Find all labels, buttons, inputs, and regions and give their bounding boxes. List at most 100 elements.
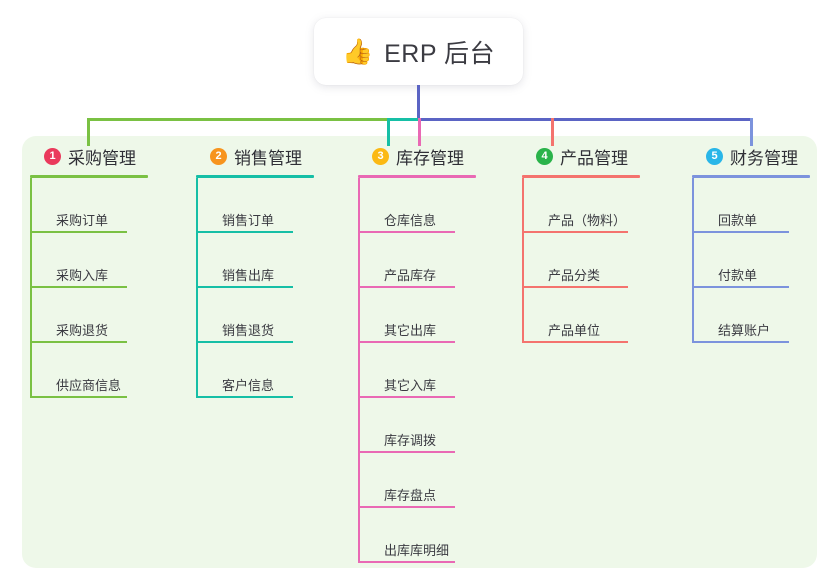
branch-title: 库存管理 (396, 148, 464, 168)
leaf-node-label: 采购入库 (56, 268, 109, 283)
leaf-node-label: 销售订单 (222, 213, 275, 228)
branch-header[interactable]: 5 财务管理 (692, 143, 820, 169)
branch-leaf-list: 采购订单采购入库采购退货供应商信息 (30, 178, 158, 398)
branch-title: 采购管理 (68, 148, 136, 168)
leaf-node-label: 产品单位 (548, 323, 601, 338)
leaf-node[interactable]: 销售订单 (196, 178, 324, 233)
branch-number-badge: 5 (706, 147, 723, 165)
branch-column: 3 库存管理仓库信息产品库存其它出库其它入库库存调拨库存盘点出库库明细 (358, 143, 486, 563)
branch-leaf-list: 销售订单销售出库销售退货客户信息 (196, 178, 324, 398)
leaf-node[interactable]: 销售出库 (196, 233, 324, 288)
leaf-node-label: 采购退货 (56, 323, 109, 338)
branch-underline (692, 175, 810, 178)
branch-number-badge: 1 (44, 147, 61, 165)
bus-segment-green (87, 118, 388, 121)
branch-leaf-list: 仓库信息产品库存其它出库其它入库库存调拨库存盘点出库库明细 (358, 178, 486, 563)
leaf-node-underline (358, 286, 455, 288)
leaf-node[interactable]: 付款单 (692, 233, 820, 288)
leaf-node-underline (358, 341, 455, 343)
root-node-title: ERP 后台 (384, 39, 496, 68)
leaf-node-label: 回款单 (718, 213, 758, 228)
leaf-node-label: 销售出库 (222, 268, 275, 283)
leaf-node[interactable]: 销售退货 (196, 288, 324, 343)
root-node-card[interactable]: 👍 ERP 后台 (314, 18, 523, 85)
leaf-node[interactable]: 其它入库 (358, 343, 486, 398)
leaf-node-underline (196, 286, 293, 288)
leaf-node-underline (522, 286, 628, 288)
leaf-node-underline (358, 561, 455, 563)
branch-column: 5 财务管理回款单付款单结算账户 (692, 143, 820, 343)
leaf-node-label: 付款单 (718, 268, 758, 283)
leaf-node[interactable]: 采购入库 (30, 233, 158, 288)
leaf-node-label: 仓库信息 (384, 213, 437, 228)
leaf-node[interactable]: 库存调拨 (358, 398, 486, 453)
leaf-node-underline (358, 396, 455, 398)
leaf-node-label: 出库库明细 (384, 543, 450, 558)
leaf-node-underline (522, 231, 628, 233)
leaf-node[interactable]: 产品（物料） (522, 178, 650, 233)
drop-connector-1 (87, 118, 90, 146)
leaf-node-underline (30, 341, 127, 343)
leaf-node-label: 客户信息 (222, 378, 275, 393)
leaf-node[interactable]: 客户信息 (196, 343, 324, 398)
leaf-node-underline (30, 231, 127, 233)
bus-segment-blue (418, 118, 753, 121)
leaf-node-label: 供应商信息 (56, 378, 122, 393)
leaf-node[interactable]: 回款单 (692, 178, 820, 233)
leaf-node-underline (358, 506, 455, 508)
leaf-node[interactable]: 其它出库 (358, 288, 486, 343)
leaf-node-label: 产品分类 (548, 268, 601, 283)
leaf-node-underline (30, 396, 127, 398)
branch-spine-connector (692, 178, 694, 343)
leaf-node-label: 库存调拨 (384, 433, 437, 448)
branch-number-badge: 3 (372, 147, 389, 165)
leaf-node-label: 采购订单 (56, 213, 109, 228)
leaf-node-underline (196, 396, 293, 398)
root-stem-connector (417, 85, 420, 120)
branch-spine-connector (30, 178, 32, 398)
branch-title: 财务管理 (730, 148, 798, 168)
branch-column: 4 产品管理产品（物料） 产品分类产品单位 (522, 143, 650, 343)
branch-underline (522, 175, 640, 178)
thumbs-up-icon: 👍 (341, 38, 374, 66)
drop-connector-4 (551, 118, 554, 146)
leaf-node[interactable]: 结算账户 (692, 288, 820, 343)
leaf-node[interactable]: 供应商信息 (30, 343, 158, 398)
leaf-node-label: 库存盘点 (384, 488, 437, 503)
diagram-background-panel (22, 136, 817, 568)
branch-header[interactable]: 4 产品管理 (522, 143, 650, 169)
leaf-node[interactable]: 产品单位 (522, 288, 650, 343)
leaf-node-label: 销售退货 (222, 323, 275, 338)
leaf-node[interactable]: 采购订单 (30, 178, 158, 233)
branch-title: 销售管理 (234, 148, 302, 168)
branch-spine-connector (358, 178, 360, 563)
drop-connector-2 (387, 118, 390, 146)
leaf-node[interactable]: 库存盘点 (358, 453, 486, 508)
branch-leaf-list: 产品（物料） 产品分类产品单位 (522, 178, 650, 343)
leaf-node[interactable]: 产品库存 (358, 233, 486, 288)
branch-spine-connector (196, 178, 198, 398)
branch-number-badge: 4 (536, 147, 553, 165)
leaf-node[interactable]: 出库库明细 (358, 508, 486, 563)
drop-connector-3 (418, 118, 421, 146)
leaf-node-underline (196, 341, 293, 343)
leaf-node-label: 结算账户 (718, 323, 771, 338)
branch-title: 产品管理 (560, 148, 628, 168)
leaf-node-label: 其它入库 (384, 378, 437, 393)
leaf-node[interactable]: 产品分类 (522, 233, 650, 288)
leaf-node-underline (196, 231, 293, 233)
leaf-node-label: 其它出库 (384, 323, 437, 338)
leaf-node-underline (30, 286, 127, 288)
branch-header[interactable]: 3 库存管理 (358, 143, 486, 169)
bus-segment-teal (387, 118, 420, 121)
root-node-content: 👍 ERP 后台 (342, 34, 495, 70)
branch-leaf-list: 回款单付款单结算账户 (692, 178, 820, 343)
leaf-node-label: 产品库存 (384, 268, 437, 283)
leaf-node-underline (522, 341, 628, 343)
branch-header[interactable]: 1 采购管理 (30, 143, 158, 169)
branch-column: 1 采购管理采购订单采购入库采购退货供应商信息 (30, 143, 158, 398)
leaf-node[interactable]: 仓库信息 (358, 178, 486, 233)
leaf-node[interactable]: 采购退货 (30, 288, 158, 343)
